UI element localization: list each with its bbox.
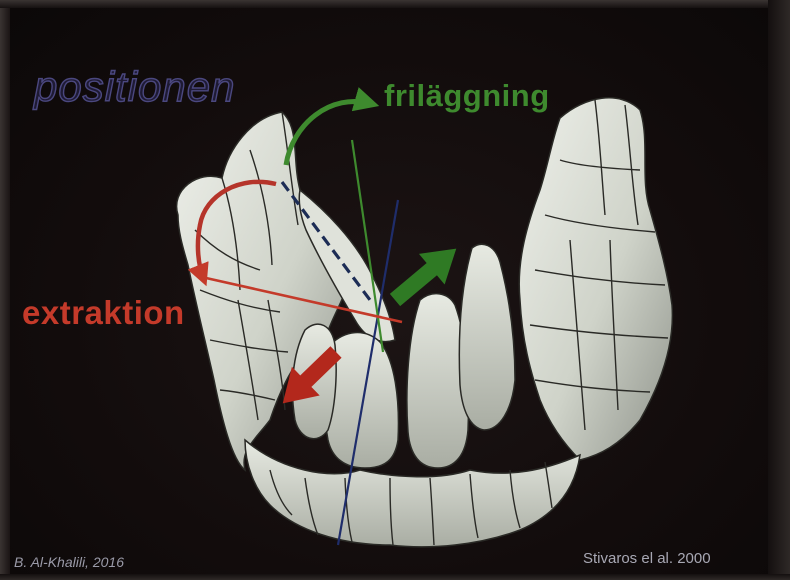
dental-arch bbox=[177, 98, 673, 547]
positionen-label: positionen bbox=[34, 66, 235, 108]
author-credit: B. Al-Khalili, 2016 bbox=[14, 555, 124, 569]
source-credit: Stivaros el al. 2000 bbox=[583, 551, 711, 566]
front-arch-base bbox=[245, 440, 580, 547]
right-lateral-incisor bbox=[459, 244, 515, 430]
green-curved-arrow bbox=[286, 102, 372, 165]
extraktion-label: extraktion bbox=[22, 296, 185, 329]
frilaggning-label: friläggning bbox=[384, 80, 550, 111]
